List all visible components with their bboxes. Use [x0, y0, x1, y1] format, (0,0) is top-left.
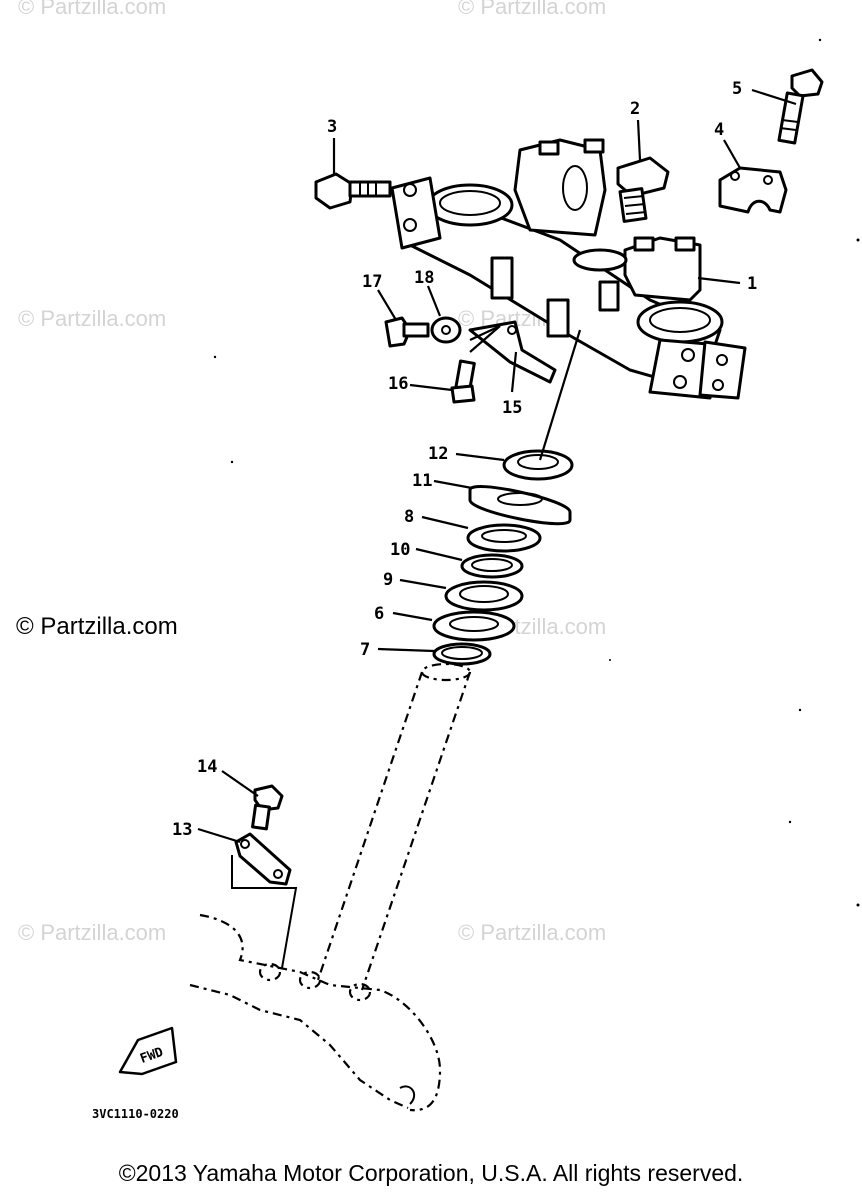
- callout-4: 4: [714, 120, 724, 140]
- holder-bolt: [777, 68, 824, 145]
- watermark: © Partzilla.com: [458, 0, 607, 19]
- center-bolt: [616, 156, 670, 223]
- callout-8: 8: [404, 507, 414, 527]
- watermark: © Partzilla.com: [18, 0, 167, 19]
- scan-specks: [213, 38, 860, 907]
- callout-9: 9: [383, 570, 393, 590]
- callout-13: 13: [172, 820, 192, 840]
- diagram-code: 3VC1110-0220: [92, 1107, 179, 1121]
- callout-1: 1: [747, 274, 757, 294]
- callout-6: 6: [374, 604, 384, 624]
- callout-14: 14: [197, 757, 217, 777]
- callout-15: 15: [502, 398, 522, 418]
- copyright-notice: ©2013 Yamaha Motor Corporation, U.S.A. A…: [118, 1160, 744, 1186]
- watermark: © Partzilla.com: [18, 920, 167, 945]
- steering-parts-diagram: FWD 1 2 3 4 5 6 7 8 9 10 11: [92, 38, 860, 1121]
- callout-17: 17: [362, 272, 382, 292]
- callout-11: 11: [412, 471, 432, 491]
- leader-lines: [197, 88, 797, 844]
- callout-7: 7: [360, 640, 370, 660]
- lower-guide-bracket: [231, 784, 298, 969]
- callout-12: 12: [428, 444, 448, 464]
- watermark: © Partzilla.com: [18, 306, 167, 331]
- watermark: © Partzilla.com: [458, 920, 607, 945]
- fwd-arrow: FWD: [118, 1026, 178, 1076]
- callout-5: 5: [732, 79, 742, 99]
- callouts: 1 2 3 4 5 6 7 8 9 10 11 12 13 14 15 16 1…: [172, 79, 757, 840]
- bearing-stack: [432, 449, 574, 666]
- side-bolt: [314, 172, 392, 210]
- upper-bracket: [390, 138, 747, 400]
- callout-3: 3: [327, 117, 337, 137]
- upper-handlebar-holder: [718, 166, 788, 214]
- steering-stem-outline: [189, 662, 472, 1112]
- callout-16: 16: [388, 374, 408, 394]
- callout-10: 10: [390, 540, 410, 560]
- watermark-prominent: © Partzilla.com: [16, 613, 178, 640]
- cable-guide-assembly: [384, 316, 557, 404]
- callout-2: 2: [630, 99, 640, 119]
- callout-18: 18: [414, 268, 434, 288]
